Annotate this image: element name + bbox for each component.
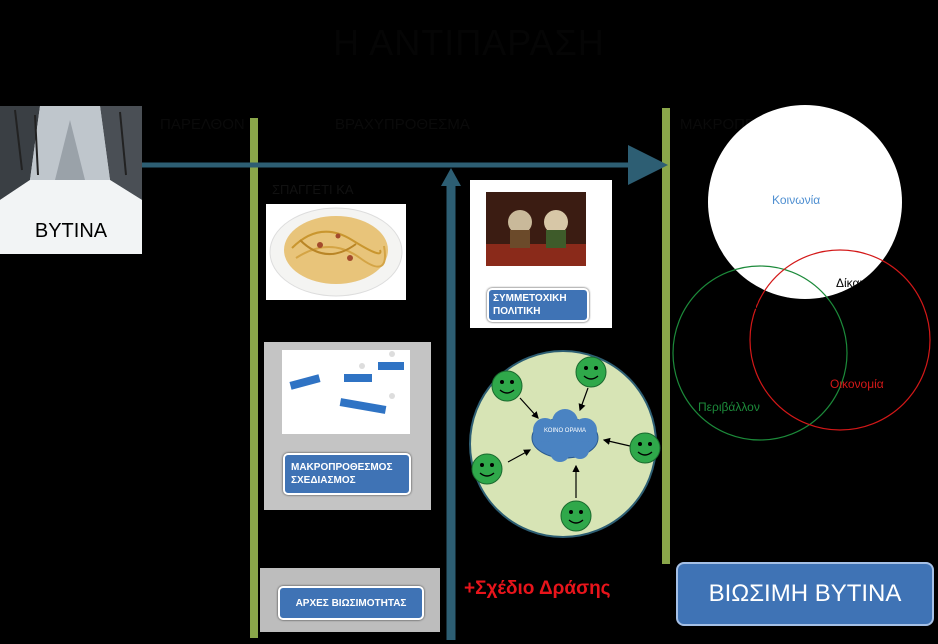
common-vision-label: ΚΟΙΝΟ ΟΡΑΜΑ — [543, 428, 587, 434]
smiley-icon — [560, 500, 592, 532]
action-plan-label: +Σχέδιο Δράσης — [464, 578, 611, 599]
planning-label: ΜΑΚΡΟΠΡΟΘΕΣΜΟΣ ΣΧΕΔΙΑΣΜΟΣ — [291, 462, 393, 486]
start-label: ΒΥΤΙΝΑ — [34, 220, 108, 242]
spaghetti-image — [266, 204, 406, 300]
principles-button[interactable]: ΑΡΧΕΣ ΒΙΩΣΙΜΟΤΗΤΑΣ — [278, 586, 424, 620]
result-button[interactable]: ΒΙΩΣΙΜΗ ΒΥΤΙΝΑ — [676, 562, 934, 626]
venn-environment-label: Περιβάλλον — [698, 400, 760, 414]
venn-bearable-label: Ανεκτό — [728, 298, 765, 312]
venn-equitable-label: Δίκαιο — [836, 276, 869, 290]
participation-button[interactable]: ΣΥΜΜΕΤΟΧΙΚΗ ΠΟΛΙΤΙΚΗ — [487, 288, 589, 322]
venn-viable-label: Βιώσιμο — [774, 332, 818, 346]
venn-environment-circle — [672, 265, 848, 441]
growth-arrow-head — [441, 168, 461, 186]
smiley-icon — [491, 370, 523, 402]
divider-long-term — [662, 108, 670, 564]
result-label: ΒΙΩΣΙΜΗ ΒΥΤΙΝΑ — [708, 580, 902, 607]
page-title: Η ΑΝΤΙΠΑΡΑΣΗ — [333, 22, 605, 63]
principles-label: ΑΡΧΕΣ ΒΙΩΣΙΜΟΤΗΤΑΣ — [295, 597, 407, 609]
participation-label: ΣΥΜΜΕΤΟΧΙΚΗ ΠΟΛΙΤΙΚΗ — [493, 293, 567, 317]
phase-short-term: ΒΡΑΧΥΠΡΟΘΕΣΜΑ — [335, 116, 470, 133]
venn-society-label: Κοινωνία — [772, 193, 821, 207]
phase-past: ΠΑΡΕΛΘΟΝ — [160, 116, 245, 133]
smiley-icon — [629, 432, 661, 464]
spaghetti-caption: ΣΠΑΓΓΕΤΙ ΚΑ — [272, 182, 354, 197]
cloud-shape — [531, 409, 599, 462]
smiley-icon — [471, 453, 503, 485]
venn-economy-circle — [749, 249, 931, 431]
smiley-icon — [575, 356, 607, 388]
divider-short-term — [250, 118, 258, 638]
planning-button[interactable]: ΜΑΚΡΟΠΡΟΘΕΣΜΟΣ ΣΧΕΔΙΑΣΜΟΣ — [283, 453, 411, 495]
venn-economy-label: Οικονομία — [830, 377, 884, 391]
village-photo — [0, 106, 142, 254]
